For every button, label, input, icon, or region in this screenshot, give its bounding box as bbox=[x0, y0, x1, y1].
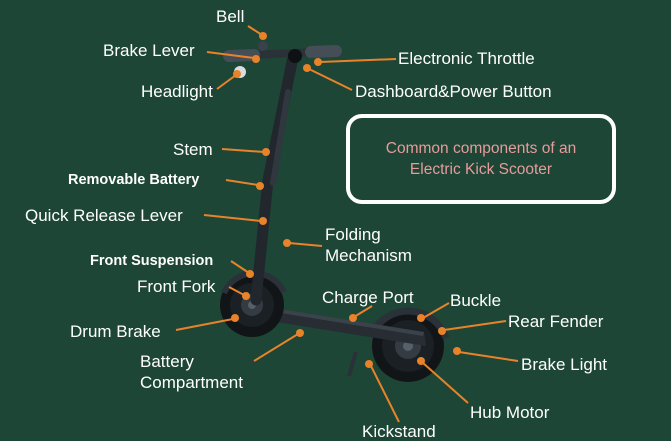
label-kickstand: Kickstand bbox=[362, 422, 436, 441]
scooter-graphic bbox=[220, 41, 450, 382]
label-brake-light: Brake Light bbox=[521, 355, 607, 374]
label-headlight: Headlight bbox=[141, 82, 213, 101]
label-rear-fender: Rear Fender bbox=[508, 312, 604, 331]
label-buckle: Buckle bbox=[450, 291, 502, 310]
diagram-title-box: Common components of an Electric Kick Sc… bbox=[346, 114, 616, 204]
diagram-title-line1: Common components of an bbox=[385, 139, 577, 157]
label-bell: Bell bbox=[216, 7, 245, 26]
label-dashboard-power-button: Dashboard&Power Button bbox=[355, 82, 552, 101]
label-stem: Stem bbox=[173, 140, 213, 159]
dot-quick-release-lever bbox=[259, 217, 267, 225]
dot-hub-motor bbox=[417, 357, 425, 365]
dot-bell bbox=[259, 32, 267, 40]
dot-front-fork bbox=[242, 292, 250, 300]
dot-kickstand bbox=[365, 360, 373, 368]
label-charge-port: Charge Port bbox=[322, 288, 414, 307]
dot-front-suspension bbox=[246, 270, 254, 278]
label-quick-release-lever: Quick Release Lever bbox=[25, 206, 183, 225]
dot-dashboard-power-button bbox=[303, 64, 311, 72]
leader-lines bbox=[175, 25, 519, 423]
dot-rear-fender bbox=[438, 327, 446, 335]
label-front-fork: Front Fork bbox=[137, 277, 216, 296]
diagram-title-line2: Electric Kick Scooter bbox=[409, 160, 553, 178]
dot-brake-light bbox=[453, 347, 461, 355]
dot-electronic-throttle bbox=[314, 58, 322, 66]
connector-dots bbox=[231, 32, 461, 368]
dot-charge-port bbox=[349, 314, 357, 322]
label-folding-mechanism: Folding Mechanism bbox=[325, 225, 412, 266]
label-front-suspension: Front Suspension bbox=[90, 253, 214, 269]
dot-drum-brake bbox=[231, 314, 239, 322]
dot-folding-mechanism bbox=[283, 239, 291, 247]
label-drum-brake: Drum Brake bbox=[70, 322, 161, 341]
dot-headlight bbox=[233, 70, 241, 78]
label-electronic-throttle: Electronic Throttle bbox=[398, 49, 535, 68]
label-removable-battery: Removable Battery bbox=[68, 172, 200, 188]
label-brake-lever: Brake Lever bbox=[103, 41, 195, 60]
dot-removable-battery bbox=[256, 182, 264, 190]
dot-stem bbox=[262, 148, 270, 156]
dot-brake-lever bbox=[252, 55, 260, 63]
label-hub-motor: Hub Motor bbox=[470, 403, 550, 422]
dot-buckle bbox=[417, 314, 425, 322]
label-battery-compartment: Battery Compartment bbox=[140, 352, 243, 393]
dot-battery-compartment bbox=[296, 329, 304, 337]
